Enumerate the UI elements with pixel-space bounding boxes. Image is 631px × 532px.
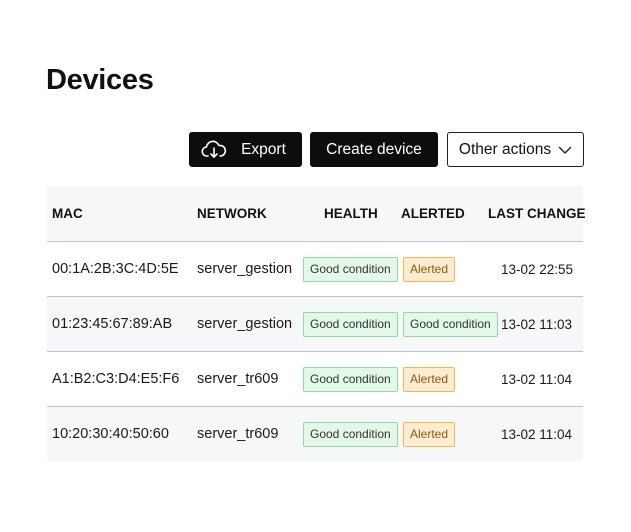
alerted-cell: Alerted xyxy=(403,242,456,296)
alerted-cell: Alerted xyxy=(403,407,456,461)
export-button-label: Export xyxy=(241,140,286,158)
last-change-cell: 13-02 11:04 xyxy=(501,371,573,387)
column-header-network[interactable]: NETWORK xyxy=(197,206,267,221)
table-row[interactable]: A1:B2:C3:D4:E5:F6 server_tr609 Good cond… xyxy=(47,352,583,407)
cloud-download-icon xyxy=(201,140,227,160)
health-badge: Good condition xyxy=(303,421,398,447)
mac-cell: 10:20:30:40:50:60 xyxy=(52,426,169,442)
health-cell: Good condition xyxy=(303,407,398,461)
mac-cell: A1:B2:C3:D4:E5:F6 xyxy=(52,371,180,387)
health-badge: Good condition xyxy=(303,311,398,337)
health-cell: Good condition xyxy=(303,352,398,406)
network-cell: server_gestion xyxy=(197,316,293,332)
chevron-down-icon xyxy=(558,145,572,155)
table-row[interactable]: 10:20:30:40:50:60 server_tr609 Good cond… xyxy=(47,407,583,461)
column-header-mac[interactable]: MAC xyxy=(52,206,83,221)
other-actions-button-label: Other actions xyxy=(458,140,552,158)
alerted-cell: Alerted xyxy=(403,352,456,406)
column-header-alerted[interactable]: ALERTED xyxy=(401,206,465,221)
health-cell: Good condition xyxy=(303,242,398,296)
network-cell: server_tr609 xyxy=(197,426,279,442)
table-row[interactable]: 01:23:45:67:89:AB server_gestion Good co… xyxy=(47,297,583,352)
mac-cell: 00:1A:2B:3C:4D:5E xyxy=(52,261,179,277)
last-change-cell: 13-02 11:04 xyxy=(501,426,573,442)
export-button[interactable]: Export xyxy=(189,132,302,167)
alerted-badge: Good condition xyxy=(403,311,498,337)
other-actions-button[interactable]: Other actions xyxy=(447,132,584,167)
network-cell: server_tr609 xyxy=(197,371,279,387)
create-device-button-label: Create device xyxy=(326,140,422,158)
create-device-button[interactable]: Create device xyxy=(310,132,438,167)
table-header: MAC NETWORK HEALTH ALERTED LAST CHANGE xyxy=(47,186,586,242)
last-change-cell: 13-02 11:03 xyxy=(501,316,573,332)
mac-cell: 01:23:45:67:89:AB xyxy=(52,316,173,332)
last-change-cell: 13-02 22:55 xyxy=(501,261,574,277)
column-header-last-change[interactable]: LAST CHANGE xyxy=(488,206,586,221)
table-row[interactable]: 00:1A:2B:3C:4D:5E server_gestion Good co… xyxy=(47,242,583,297)
devices-table: MAC NETWORK HEALTH ALERTED LAST CHANGE 0… xyxy=(47,186,586,461)
health-cell: Good condition xyxy=(303,297,398,351)
health-badge: Good condition xyxy=(303,256,398,282)
column-header-health[interactable]: HEALTH xyxy=(324,206,378,221)
page-title: Devices xyxy=(46,64,154,96)
alerted-badge: Alerted xyxy=(403,366,456,392)
alerted-cell: Good condition xyxy=(403,297,498,351)
alerted-badge: Alerted xyxy=(403,256,456,282)
network-cell: server_gestion xyxy=(197,261,293,277)
health-badge: Good condition xyxy=(303,366,398,392)
alerted-badge: Alerted xyxy=(403,421,456,447)
